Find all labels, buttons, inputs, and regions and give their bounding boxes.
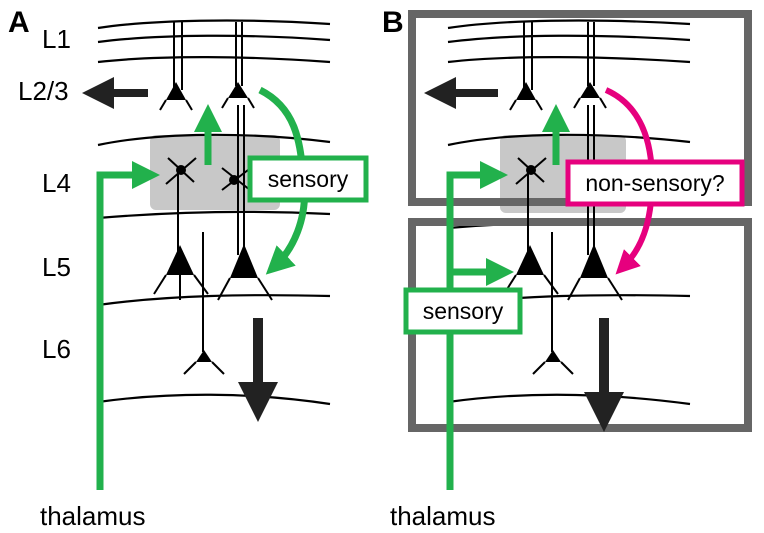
thalamus-label-b: thalamus	[390, 501, 496, 531]
thalamic-input-arrow-a	[96, 161, 160, 490]
layer-label-l5: L5	[42, 252, 71, 282]
layer-label-l1: L1	[42, 24, 71, 54]
panel-b-label: B	[382, 6, 404, 39]
layer-label-l4: L4	[42, 168, 71, 198]
sensory-tag-b-text: sensory	[423, 298, 504, 324]
thalamic-input-l4-arrow-b	[446, 161, 508, 490]
nonsensory-tag-b-text: non-sensory?	[585, 170, 724, 196]
neurons-b	[503, 22, 623, 375]
sensory-tag-b	[403, 287, 523, 335]
thalamus-label-a: thalamus	[40, 501, 146, 531]
sensory-tag-a	[247, 155, 369, 203]
nonsensory-tag-b	[565, 159, 745, 207]
layer-label-l23: L2/3	[18, 76, 69, 106]
neurons-a	[153, 22, 273, 375]
sensory-tag-a-text: sensory	[268, 166, 349, 192]
layer-boundaries-a	[97, 19, 331, 406]
layer-label-l6: L6	[42, 334, 71, 364]
panel-a-label: A	[8, 6, 30, 39]
